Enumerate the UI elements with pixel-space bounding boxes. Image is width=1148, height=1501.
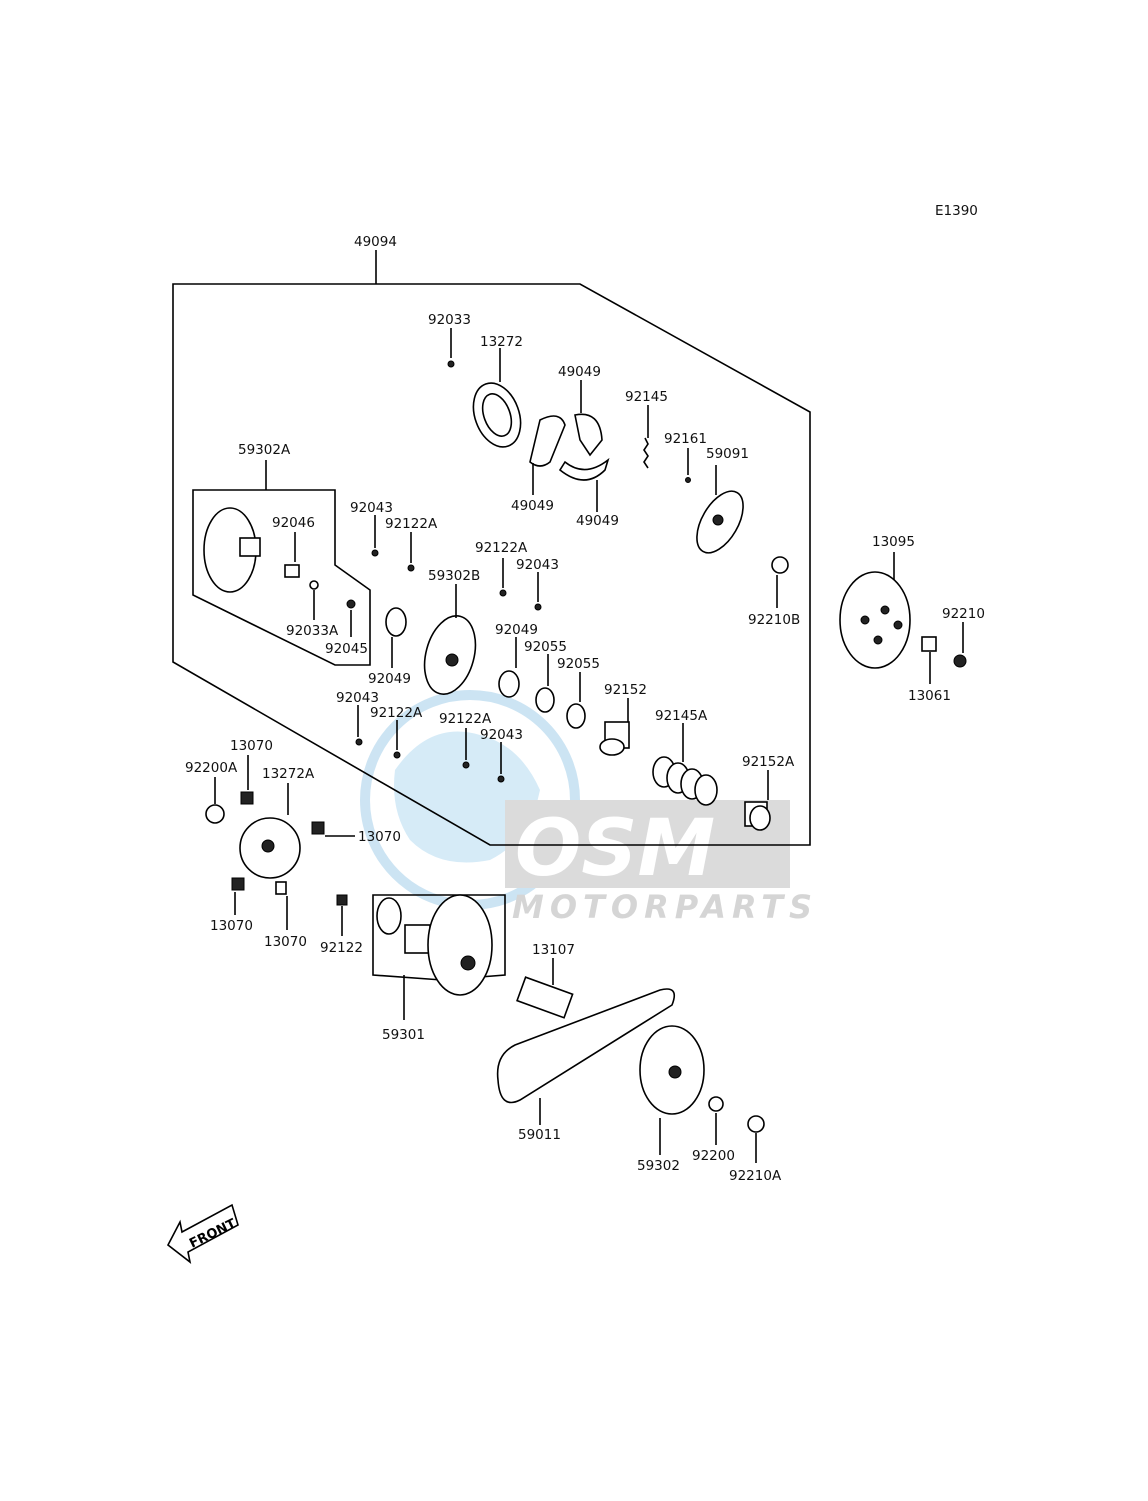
part-13272A — [239, 817, 301, 879]
watermark: OSM MOTORPARTS — [360, 690, 818, 926]
part-92200A — [205, 804, 225, 824]
part-92043-b — [534, 603, 542, 611]
part-92033 — [447, 360, 455, 368]
label-92049-b: 92049 — [495, 622, 538, 638]
part-13070-c — [231, 877, 245, 891]
assembly-59302A-boundary — [192, 489, 371, 666]
part-92043-d — [497, 775, 505, 783]
part-92145 — [643, 437, 649, 469]
label-59302A: 59302A — [238, 442, 291, 458]
part-92210 — [953, 654, 967, 668]
part-92210B — [771, 556, 789, 574]
part-92055-b — [566, 703, 586, 729]
part-92122A-d — [462, 761, 470, 769]
part-92122A-c — [393, 751, 401, 759]
label-92200A: 92200A — [185, 760, 238, 776]
label-92055-b: 92055 — [557, 656, 600, 672]
label-59011: 59011 — [518, 1127, 561, 1143]
label-92043-d: 92043 — [480, 727, 523, 743]
label-92200: 92200 — [692, 1148, 735, 1164]
label-13070-b: 13070 — [358, 829, 401, 845]
label-49049-left: 49049 — [511, 498, 554, 514]
label-92045: 92045 — [325, 641, 368, 657]
part-92045 — [346, 599, 356, 609]
label-92122A-a: 92122A — [385, 516, 438, 532]
label-92122A-d: 92122A — [439, 711, 492, 727]
label-92033A: 92033A — [286, 623, 339, 639]
part-92043-c — [355, 738, 363, 746]
label-92122A-b: 92122A — [475, 540, 528, 556]
part-92152A — [744, 801, 771, 831]
part-92055-a — [535, 687, 555, 713]
label-92055-a: 92055 — [524, 639, 567, 655]
label-92046: 92046 — [272, 515, 315, 531]
part-92049-b — [498, 670, 520, 698]
label-92210: 92210 — [942, 606, 985, 622]
part-92043-a — [371, 549, 379, 557]
part-13061 — [921, 636, 937, 652]
label-59301: 59301 — [382, 1027, 425, 1043]
label-92145A: 92145A — [655, 708, 708, 724]
label-13070-a: 13070 — [230, 738, 273, 754]
label-59091: 59091 — [706, 446, 749, 462]
label-13272: 13272 — [480, 334, 523, 350]
front-arrow-icon: FRONT — [166, 1203, 239, 1264]
label-92049-a: 92049 — [368, 671, 411, 687]
part-13107 — [516, 976, 574, 1019]
part-92210A — [747, 1115, 765, 1133]
label-92161: 92161 — [664, 431, 707, 447]
part-92049-a — [385, 607, 407, 637]
front-label: FRONT — [187, 1216, 238, 1251]
label-92043-c: 92043 — [336, 690, 379, 706]
label-13095: 13095 — [872, 534, 915, 550]
label-92210A: 92210A — [729, 1168, 782, 1184]
part-13070-a — [240, 791, 254, 805]
label-59302B: 59302B — [428, 568, 480, 584]
label-13061: 13061 — [908, 688, 951, 704]
part-59302B — [423, 615, 477, 695]
part-13070-b — [311, 821, 325, 835]
part-92033A — [309, 580, 319, 590]
label-49094: 49094 — [354, 234, 397, 250]
label-13107: 13107 — [532, 942, 575, 958]
label-13070-d: 13070 — [264, 934, 307, 950]
part-13095 — [839, 571, 911, 669]
label-13070-c: 13070 — [210, 918, 253, 934]
label-92033: 92033 — [428, 312, 471, 328]
label-92043-b: 92043 — [516, 557, 559, 573]
label-92145: 92145 — [625, 389, 668, 405]
label-92210B: 92210B — [748, 612, 800, 628]
label-59302: 59302 — [637, 1158, 680, 1174]
part-92152 — [599, 721, 630, 756]
part-59302A — [203, 507, 261, 593]
part-92200 — [708, 1096, 724, 1112]
part-92145A — [652, 756, 718, 806]
part-92046 — [284, 564, 300, 578]
part-92122A-a — [407, 564, 415, 572]
part-59091 — [696, 490, 744, 554]
part-13272 — [472, 382, 522, 448]
diagram-code: E1390 — [935, 203, 978, 219]
part-59011 — [496, 988, 676, 1104]
watermark-brand: OSM — [515, 804, 715, 894]
part-92122A-b — [499, 589, 507, 597]
part-92161 — [685, 477, 691, 483]
label-13272A: 13272A — [262, 766, 315, 782]
part-49049-shoes — [529, 413, 610, 481]
label-92152A: 92152A — [742, 754, 795, 770]
label-49049-top: 49049 — [558, 364, 601, 380]
watermark-subtitle: MOTORPARTS — [512, 888, 818, 926]
part-59302 — [639, 1025, 705, 1115]
label-92043-a: 92043 — [350, 500, 393, 516]
assembly-49094-boundary — [172, 283, 811, 846]
part-92122 — [336, 894, 348, 906]
part-13070-d — [275, 881, 287, 895]
label-92152: 92152 — [604, 682, 647, 698]
label-92122: 92122 — [320, 940, 363, 956]
part-59301 — [376, 894, 493, 996]
label-49049-right: 49049 — [576, 513, 619, 529]
label-92122A-c: 92122A — [370, 705, 423, 721]
